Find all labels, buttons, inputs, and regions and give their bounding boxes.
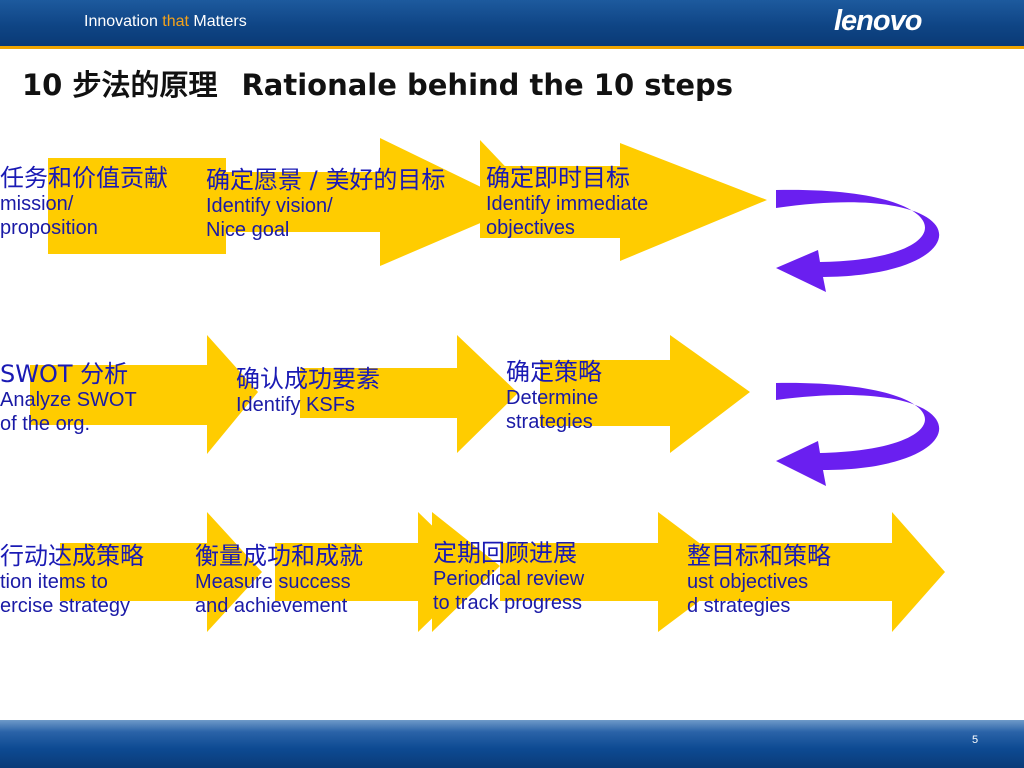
- row1-arrow-a: [205, 138, 520, 266]
- row2-step2-zh: 确认成功要素: [236, 365, 380, 393]
- row3-step4-zh: 整目标和策略: [687, 542, 831, 570]
- row3-step2-zh: 衡量成功和成就: [195, 542, 363, 570]
- tagline-part2: Matters: [188, 13, 247, 30]
- row3-arrow-d: [500, 512, 738, 632]
- row3-step2-en2: and achievement: [195, 595, 348, 617]
- row1-step1: 任务和价值贡献 mission/ proposition: [0, 164, 168, 240]
- row2-arrow-c: [540, 335, 750, 453]
- row3-arrow-b: [275, 512, 480, 632]
- row2-step2-en1: Identify KSFs: [236, 394, 355, 416]
- row3-step2: 衡量成功和成就 Measure success and achievement: [195, 542, 363, 618]
- row3-step2-en1: Measure success: [195, 571, 351, 593]
- footer-bar: [0, 720, 1024, 768]
- row2-step1: SWOT 分析 Analyze SWOT of the org.: [0, 360, 137, 436]
- row1-step3-en1: Identify immediate: [486, 193, 649, 215]
- row2-step3: 确定策略 Determine strategies: [506, 358, 602, 434]
- tagline: Innovation that Matters: [84, 13, 247, 31]
- row1-step3-en2: objectives: [486, 217, 575, 239]
- row2-arrow-b: [300, 335, 518, 453]
- row3-step1-en2: ercise strategy: [0, 595, 131, 617]
- row2-step3-en1: Determine: [506, 387, 599, 409]
- row3-step4-en2: d strategies: [687, 595, 791, 617]
- row2-step2: 确认成功要素 Identify KSFs: [236, 365, 380, 417]
- row2-step3-zh: 确定策略: [506, 358, 602, 386]
- title-en: Rationale behind the 10 steps: [241, 68, 734, 102]
- slide-title: 10 步法的原理 Rationale behind the 10 steps: [22, 62, 733, 104]
- row1-arrow-c: [480, 140, 520, 225]
- tagline-part1: Innovation: [84, 13, 163, 30]
- row1-step3-zh: 确定即时目标: [486, 164, 630, 192]
- row1-step2-en1: Identify vision/: [206, 195, 333, 217]
- row1-return-arrow: [776, 189, 940, 292]
- row1-step2-en2: Nice goal: [206, 219, 290, 241]
- header-accent-stripe: [0, 46, 1024, 49]
- row3-step1: 行动达成策略 tion items to ercise strategy: [0, 542, 144, 618]
- row3-step1-en1: tion items to: [0, 571, 108, 593]
- row1-arrow-b: [480, 143, 767, 261]
- page-number: 5: [972, 734, 979, 746]
- row3-step3: 定期回顾进展 Periodical review to track progre…: [433, 539, 584, 615]
- row2-arrow-a: [30, 335, 258, 454]
- row1-step1-en1: mission/: [0, 193, 74, 215]
- row3-step3-zh: 定期回顾进展: [433, 539, 577, 567]
- row3-step4-en1: ust objectives: [687, 571, 809, 593]
- row1-step1-box: [48, 158, 226, 254]
- row3-arrow-a: [60, 512, 262, 632]
- row2-step1-zh: SWOT 分析: [0, 360, 129, 388]
- tagline-accent: that: [162, 13, 189, 30]
- row1-step1-zh: 任务和价值贡献: [0, 164, 168, 192]
- row3-step1-zh: 行动达成策略: [0, 542, 144, 570]
- title-zh: 10 步法的原理: [22, 68, 218, 102]
- row2-step1-en2: of the org.: [0, 413, 91, 435]
- row2-step1-en1: Analyze SWOT: [0, 389, 137, 411]
- row1-step1-en2: proposition: [0, 217, 98, 239]
- header-bar: [0, 0, 1024, 46]
- row1-step3: 确定即时目标 Identify immediate objectives: [486, 164, 648, 240]
- row3-arrow-c: [432, 512, 500, 632]
- row3-step4: 整目标和策略 ust objectives d strategies: [687, 542, 831, 618]
- lenovo-logo: lenovo: [834, 5, 922, 37]
- row1-step2: 确定愿景 / 美好的目标 Identify vision/ Nice goal: [206, 166, 445, 242]
- row2-step3-en2: strategies: [506, 411, 593, 433]
- row2-return-arrow: [776, 382, 940, 486]
- row3-step3-en2: to track progress: [433, 592, 582, 614]
- row3-step3-en1: Periodical review: [433, 568, 585, 590]
- row3-arrow-e: [700, 512, 945, 632]
- row1-step2-zh: 确定愿景 / 美好的目标: [206, 166, 446, 194]
